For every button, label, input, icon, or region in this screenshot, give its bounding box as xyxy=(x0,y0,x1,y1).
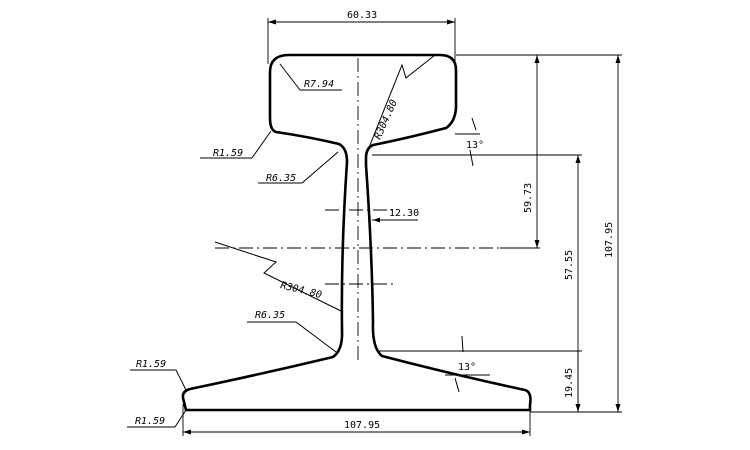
neutral-to-base-label: 57.55 xyxy=(564,250,575,280)
arrow-59-73-top xyxy=(534,55,540,63)
base-bottom-fillet-label: R1.59 xyxy=(135,416,165,427)
head-arc-zigzag-leader xyxy=(365,54,436,156)
head-radius-label: R7.94 xyxy=(304,79,334,90)
base-bottom-fillet-leader xyxy=(174,409,187,428)
web-arc-zigzag-leader xyxy=(214,241,344,313)
base-web-fillet-leader xyxy=(295,321,337,353)
arrow-107-95-top xyxy=(615,55,621,63)
arrow-web-thickness xyxy=(373,217,380,223)
head-width-label: 60.33 xyxy=(347,10,377,21)
head-angle-tick-lower xyxy=(469,149,474,167)
head-fillet-label: R1.59 xyxy=(213,148,243,159)
head-web-fillet-label: R6.35 xyxy=(266,173,296,184)
base-angle-tick-upper xyxy=(461,335,464,353)
arrow-19-45-bottom xyxy=(575,404,581,412)
flange-height-label: 19.45 xyxy=(564,368,575,398)
head-angle-tick xyxy=(471,117,477,131)
base-width-label: 107.95 xyxy=(344,420,380,431)
arrow-59-73-bottom xyxy=(534,240,540,248)
base-top-fillet-label: R1.59 xyxy=(136,359,166,370)
head-arc-radius-label: R304.80 xyxy=(373,98,400,141)
total-height-label: 107.95 xyxy=(604,222,615,258)
arrow-base-width-left xyxy=(183,429,191,435)
web-arc-radius-label: R304.80 xyxy=(279,280,323,301)
arrow-head-width-left xyxy=(268,19,276,25)
arrow-57-55-top xyxy=(575,155,581,163)
web-thickness-label: 12.30 xyxy=(389,208,419,219)
arrow-base-width-right xyxy=(522,429,530,435)
arrow-107-95-bottom xyxy=(615,404,621,412)
head-web-fillet-leader xyxy=(301,151,339,184)
head-to-neutral-label: 59.73 xyxy=(523,183,534,213)
head-angle-label: 13° xyxy=(466,140,484,151)
head-fillet-leader xyxy=(251,130,272,159)
base-angle-tick-lower xyxy=(454,377,460,393)
base-top-fillet-leader xyxy=(175,369,188,393)
head-radius-leader xyxy=(279,63,301,91)
base-web-fillet-label: R6.35 xyxy=(255,310,285,321)
rail-profile-outline xyxy=(181,53,532,412)
arrow-head-width-right xyxy=(447,19,455,25)
base-angle-label: 13° xyxy=(458,362,476,373)
